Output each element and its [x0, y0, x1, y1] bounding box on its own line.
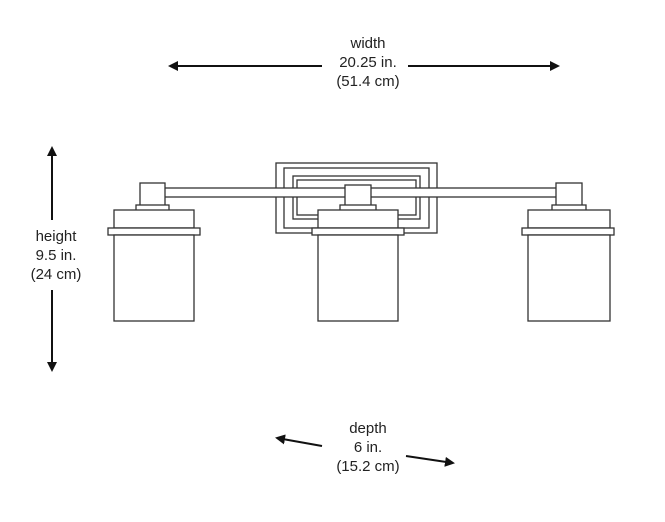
width-imperial: 20.25 in.	[339, 54, 397, 71]
width-title: width	[350, 35, 386, 52]
width-metric: (51.4 cm)	[336, 73, 400, 90]
center-glass-shade	[311, 184, 405, 322]
depth-title: depth	[349, 420, 387, 437]
left-glass-shade	[107, 182, 201, 322]
height-metric: (24 cm)	[30, 266, 82, 283]
right-glass-shade	[521, 182, 615, 322]
depth-dimension-arrow	[275, 434, 455, 467]
height-title: height	[35, 228, 77, 245]
width-label: width 20.25 in. (51.4 cm)	[313, 34, 423, 91]
height-imperial: 9.5 in.	[35, 247, 77, 264]
depth-metric: (15.2 cm)	[336, 458, 400, 475]
depth-imperial: 6 in.	[353, 439, 383, 456]
depth-label: depth 6 in. (15.2 cm)	[313, 419, 423, 476]
height-label: height 9.5 in. (24 cm)	[10, 227, 102, 284]
